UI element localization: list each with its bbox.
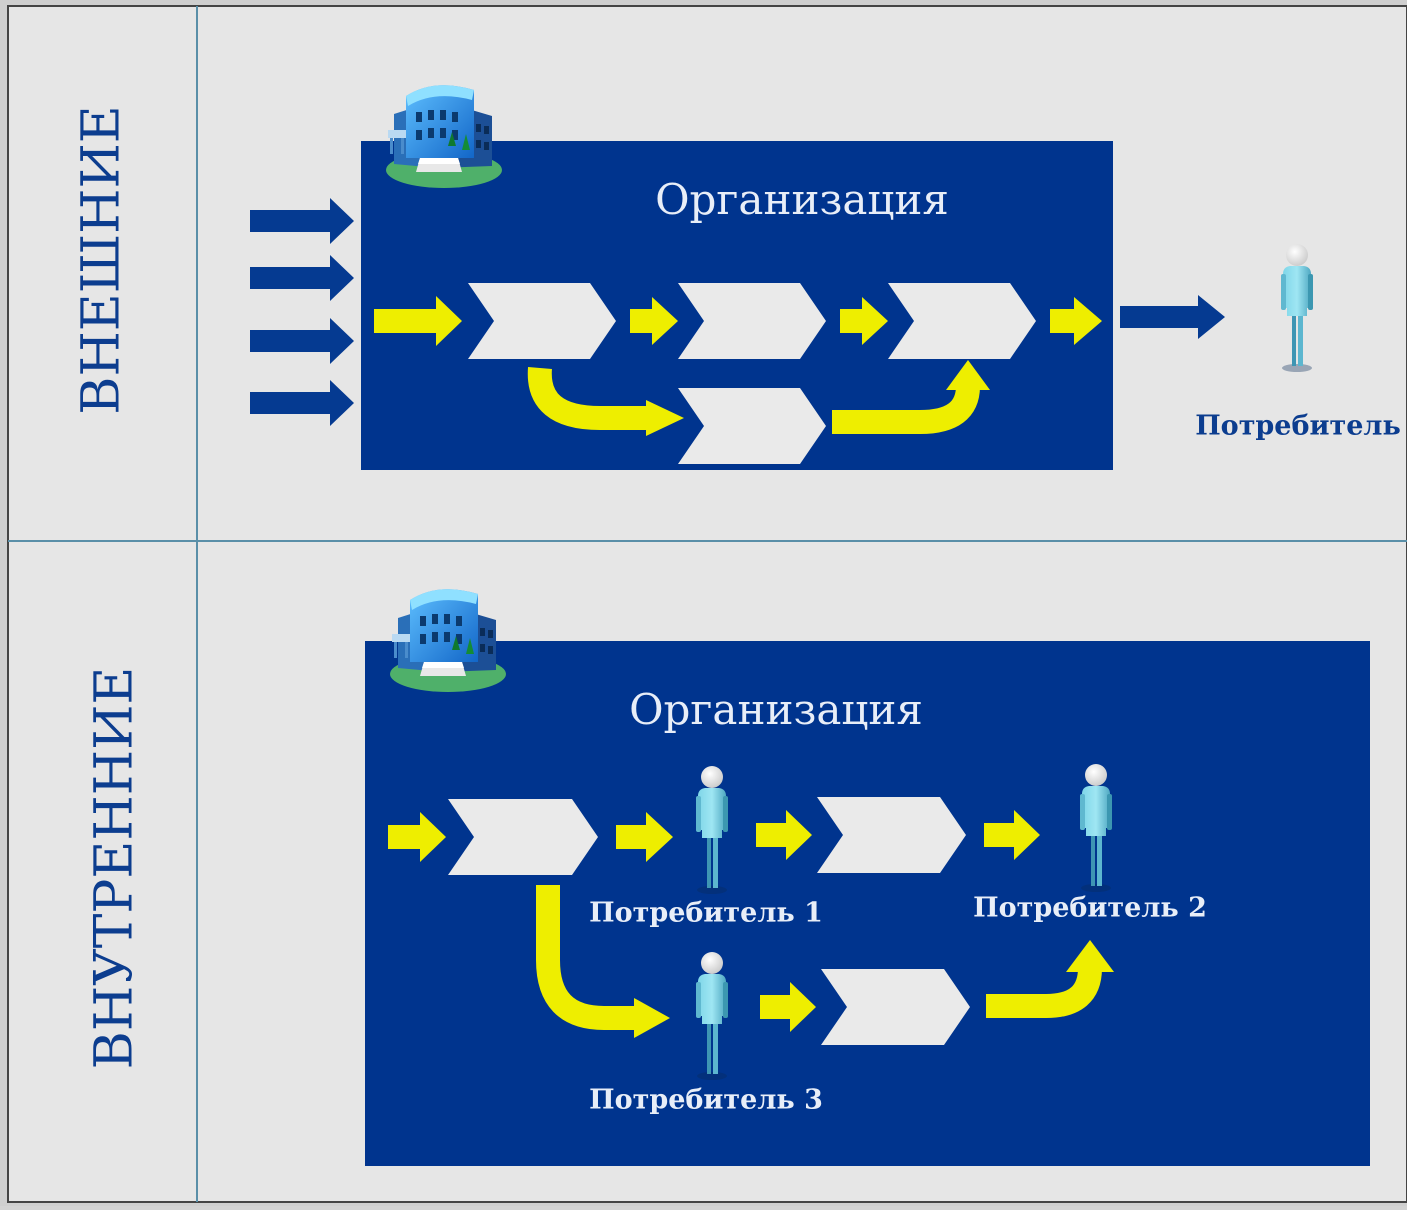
flow-arrow — [984, 810, 1040, 860]
curved-flow-arrow-head — [646, 400, 684, 436]
section-external: Организация Потребитель — [250, 85, 1401, 470]
curved-flow-arrow-head — [634, 998, 670, 1038]
flow-arrow — [1050, 297, 1102, 345]
process-step — [468, 283, 616, 359]
consumer-label: Потребитель 2 — [973, 893, 1207, 924]
organization-title: Организация — [655, 175, 949, 224]
flow-arrow — [756, 810, 812, 860]
curved-flow-arrow-head — [946, 360, 990, 390]
consumer-label: Потребитель — [1195, 411, 1401, 442]
flow-arrow — [630, 297, 678, 345]
flow-arrow — [388, 812, 446, 862]
consumer-label: Потребитель 1 — [589, 898, 823, 929]
curved-flow-arrow — [986, 967, 1102, 1018]
flow-arrow — [760, 982, 816, 1032]
process-step — [678, 388, 826, 464]
organization-title: Организация — [629, 685, 923, 734]
organization-box — [365, 641, 1370, 1166]
input-arrow — [250, 255, 354, 301]
section-internal: Организация Потребитель 1 Потребитель 2 … — [365, 589, 1370, 1166]
input-arrow — [250, 380, 354, 426]
output-arrow — [1120, 295, 1225, 339]
curved-flow-arrow — [832, 385, 980, 434]
process-step — [817, 797, 966, 873]
section-label-internal: ВНУТРЕННИЕ — [85, 667, 145, 1070]
curved-flow-arrow-head — [1066, 940, 1114, 972]
flow-arrow — [840, 297, 888, 345]
process-step — [821, 969, 970, 1045]
curved-flow-arrow — [527, 367, 648, 430]
input-arrow — [250, 198, 354, 244]
input-arrows — [250, 198, 354, 426]
curved-flow-arrow — [536, 885, 636, 1030]
flow-arrow — [374, 296, 462, 346]
process-step — [678, 283, 826, 359]
consumer-label: Потребитель 3 — [589, 1085, 823, 1116]
input-arrow — [250, 318, 354, 364]
section-label-external: ВНЕШНИЕ — [72, 105, 132, 415]
process-step — [448, 799, 598, 875]
flow-arrow — [616, 812, 673, 862]
process-step — [888, 283, 1036, 359]
